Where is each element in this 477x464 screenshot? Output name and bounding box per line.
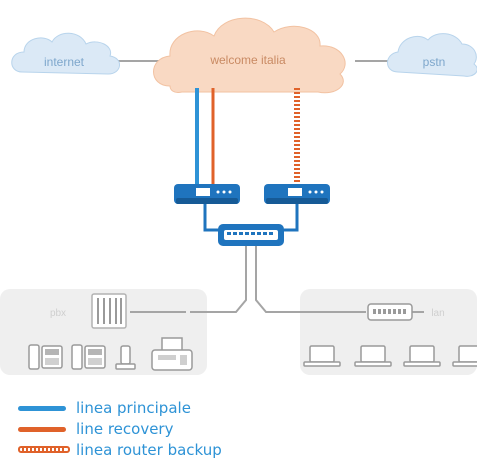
- legend-item-recovery: line recovery: [18, 419, 318, 443]
- router-backup-switch-link: [284, 204, 299, 232]
- pbx-rack-icon: [91, 293, 127, 329]
- pstn-cloud: pstn: [387, 33, 477, 77]
- lan-switch-icon: [367, 303, 413, 321]
- fax-icon: [151, 337, 193, 371]
- backup-line: [294, 88, 300, 186]
- switch-lan-link: [255, 246, 366, 313]
- legend-item-backup: linea router backup: [18, 440, 318, 464]
- welcome-italia-cloud: welcome italia: [153, 17, 346, 94]
- pstn-cloud-label: pstn: [423, 55, 446, 69]
- legend-label-primary: linea principale: [76, 399, 191, 417]
- internet-cloud-label: internet: [44, 55, 85, 69]
- laptop-icon: [452, 345, 477, 367]
- switch-pbx-link: [190, 246, 247, 313]
- laptop-icon: [403, 345, 441, 367]
- desk-phone-icon: [28, 344, 63, 370]
- router-main: [174, 184, 240, 204]
- legend-item-primary: linea principale: [18, 398, 318, 422]
- desk-phone-icon: [71, 344, 106, 370]
- router-main-switch-link: [203, 204, 220, 232]
- internet-cloud: internet: [11, 32, 120, 75]
- laptop-icon: [354, 345, 392, 367]
- legend-swatch-backup: [18, 446, 70, 453]
- core-switch: [218, 224, 284, 246]
- welcome-italia-cloud-label: welcome italia: [209, 53, 286, 67]
- router-backup: [264, 184, 330, 204]
- pbx-zone-label: pbx: [50, 308, 66, 319]
- legend-label-recovery: line recovery: [76, 420, 174, 438]
- cordless-phone-icon: [115, 345, 136, 370]
- lan-zone-label: lan: [431, 308, 444, 319]
- legend-label-backup: linea router backup: [76, 441, 222, 459]
- legend-swatch-recovery: [18, 427, 66, 432]
- legend-swatch-primary: [18, 406, 66, 411]
- laptop-icon: [303, 345, 341, 367]
